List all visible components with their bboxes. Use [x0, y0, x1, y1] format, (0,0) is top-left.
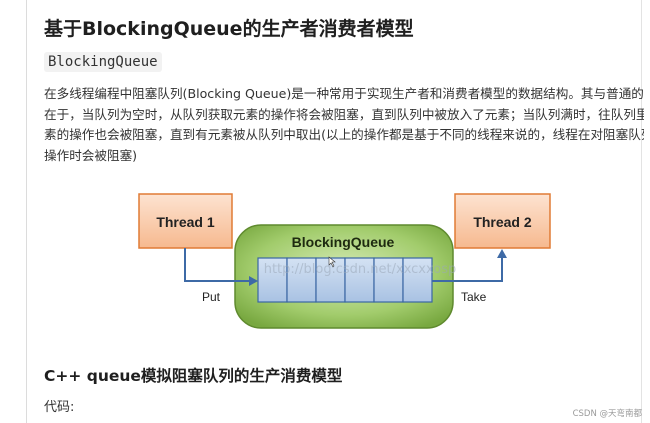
csdn-watermark: CSDN @天弯南都	[572, 409, 642, 419]
take-arrowhead	[497, 249, 507, 258]
content-left-border	[26, 0, 27, 423]
article-paragraph: 在多线程编程中阻塞队列(Blocking Queue)是一种常用于实现生产者和消…	[44, 84, 644, 164]
thread2-box	[454, 193, 551, 249]
queue-slots	[257, 257, 433, 303]
take-label: Take	[461, 290, 487, 304]
put-label: Put	[202, 290, 221, 304]
article-heading: 基于BlockingQueue的生产者消费者模型	[44, 18, 414, 40]
queue-slot	[402, 257, 433, 303]
take-arrow	[432, 257, 503, 282]
inline-code-term: BlockingQueue	[44, 52, 162, 72]
diagram-watermark: http://blog.csdn.net/xxcxxosp	[264, 262, 457, 277]
cursor-icon	[328, 256, 336, 268]
content-right-border	[641, 0, 642, 423]
queue-slot	[344, 257, 375, 303]
queue-label: BlockingQueue	[292, 234, 395, 250]
thread1-label: Thread 1	[156, 214, 215, 230]
code-label: 代码:	[44, 400, 75, 415]
thread2-label: Thread 2	[473, 214, 532, 230]
paragraph-line: 素的操作也会被阻塞，直到有元素被从队列中取出(以上的操作都是基于不同的线程来说的…	[44, 127, 644, 142]
section-subheading: C++ queue模拟阻塞队列的生产消费模型	[44, 367, 343, 385]
put-arrow	[184, 248, 250, 282]
put-arrowhead	[249, 276, 258, 286]
queue-slot	[257, 257, 288, 303]
queue-slot	[286, 257, 317, 303]
paragraph-line: 操作时会被阻塞)	[44, 147, 138, 163]
paragraph-line: 在多线程编程中阻塞队列(Blocking Queue)是一种常用于实现生产者和消…	[44, 86, 644, 101]
paragraph-line: 在于，当队列为空时，从队列获取元素的操作将会被阻塞，直到队列中被放入了元素；当队…	[44, 106, 644, 122]
